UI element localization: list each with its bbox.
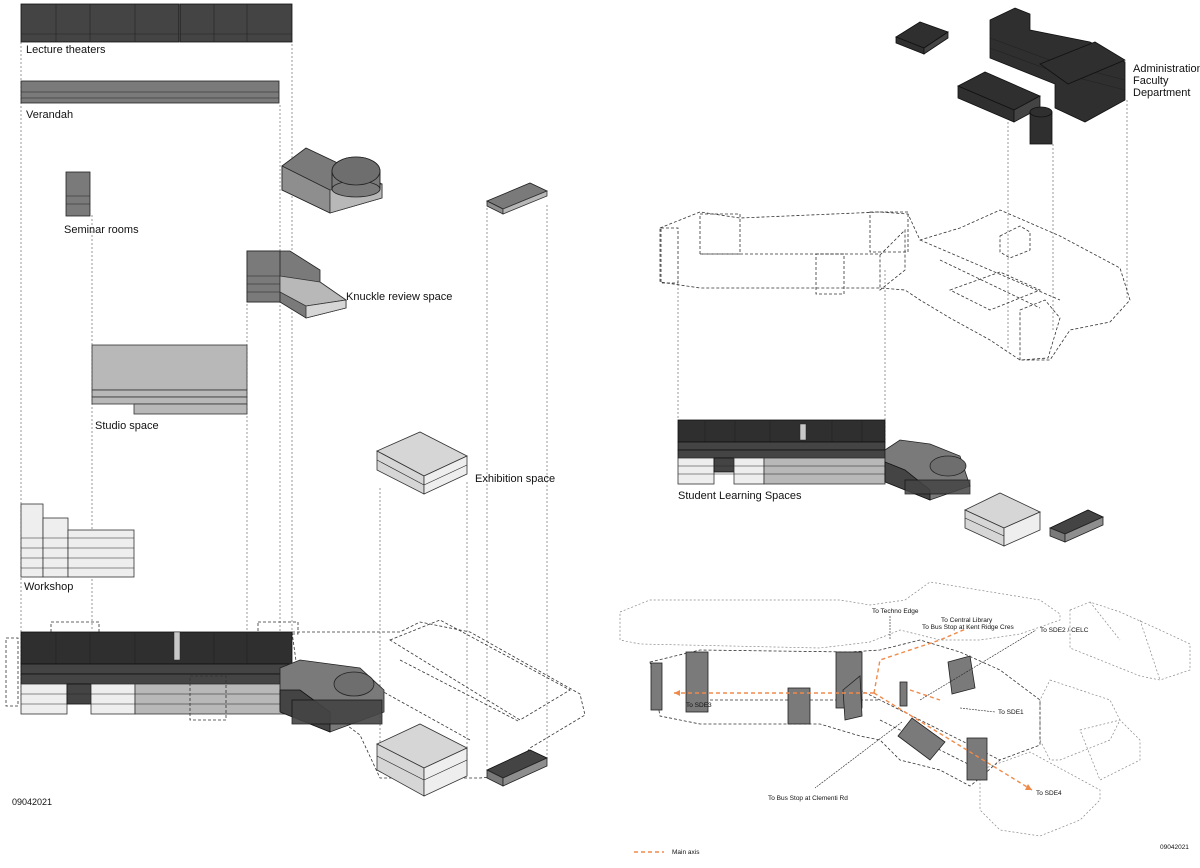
legend-main-axis-label: Main axis	[672, 849, 700, 856]
main-axis-paths	[674, 627, 1033, 791]
administration-blocks	[895, 7, 1126, 145]
label-workshop: Workshop	[24, 581, 73, 593]
destination-pointers	[814, 616, 1037, 789]
label-to-sde1: To SDE1	[998, 709, 1024, 716]
label-to-sde2-celc: To SDE2 / CELC	[1040, 627, 1089, 634]
knuckle-review-space-block	[246, 250, 348, 319]
assembled-building-left	[5, 619, 586, 797]
seminar-rooms-block	[65, 171, 91, 217]
small-bar-block	[486, 182, 548, 215]
label-seminar-rooms: Seminar rooms	[64, 224, 139, 236]
label-to-techno-edge: To Techno Edge	[872, 608, 919, 615]
student-learning-spaces-block	[677, 419, 971, 501]
label-lecture-theaters: Lecture theaters	[26, 44, 106, 56]
small-bar-right	[1049, 509, 1104, 543]
knuckle-upper-block	[281, 147, 383, 214]
building-outline-dashed	[659, 209, 1131, 361]
date-code-left: 09042021	[12, 797, 52, 807]
label-to-sde4: To SDE4	[1036, 790, 1062, 797]
right-leader-lines	[677, 100, 1128, 440]
label-to-bus-stop-kent-ridge: To Bus Stop at Kent Ridge Cres	[922, 624, 1015, 631]
workshop-block	[20, 503, 135, 578]
label-department: Department	[1133, 87, 1190, 99]
site-volumes	[650, 651, 988, 781]
exhibition-block-small	[964, 492, 1041, 547]
label-studio-space: Studio space	[95, 420, 159, 432]
studio-space-block	[91, 344, 248, 415]
verandah-block	[20, 80, 280, 104]
label-to-bus-stop-clementi: To Bus Stop at Clementi Rd	[768, 795, 848, 802]
legend-main-axis: Main axis	[634, 849, 700, 856]
label-verandah: Verandah	[26, 109, 73, 121]
label-knuckle-review-space: Knuckle review space	[346, 291, 452, 303]
date-code-right: 09042021	[1160, 844, 1189, 851]
label-to-sde3: To SDE3	[686, 702, 712, 709]
vertical-leader-lines	[20, 40, 548, 768]
label-exhibition-space: Exhibition space	[475, 473, 555, 485]
label-to-central-library: To Central Library	[941, 617, 993, 624]
lecture-theaters-block	[20, 3, 293, 43]
label-student-learning-spaces: Student Learning Spaces	[678, 490, 802, 502]
exhibition-space-block	[376, 431, 468, 495]
label-faculty: Faculty	[1133, 75, 1169, 87]
label-administration: Administration	[1133, 63, 1200, 75]
